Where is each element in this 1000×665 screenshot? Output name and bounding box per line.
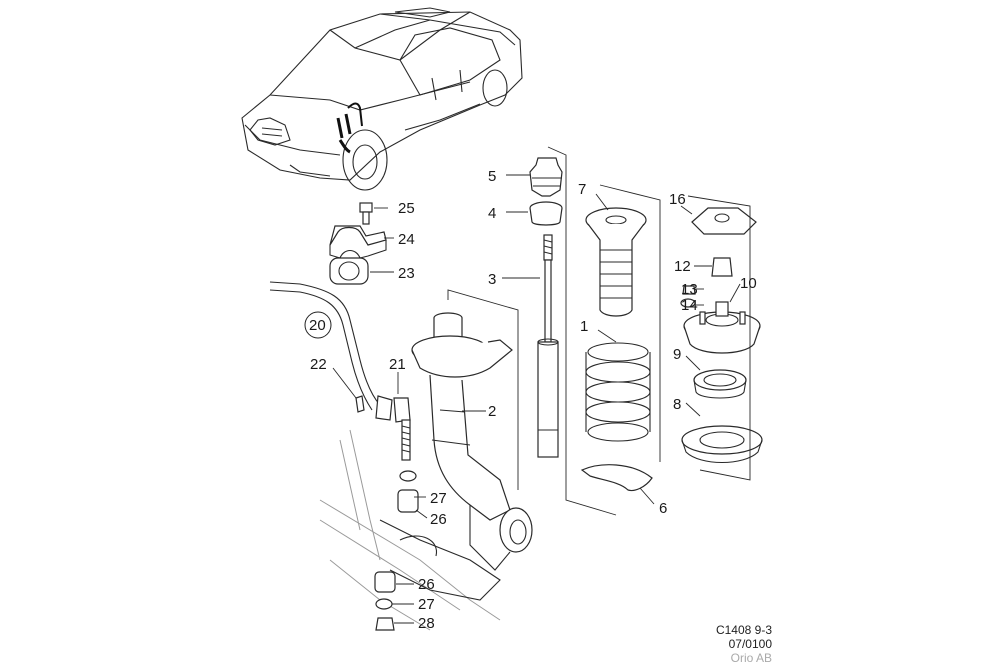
strut-mount-10	[683, 301, 761, 354]
part-label-27-lower: 27	[418, 596, 435, 613]
clamp-24	[329, 225, 387, 259]
part-labels: 1 2 3 4 5 6 7 8 9 10 12 13 14 16 20 21 2…	[304, 168, 757, 632]
part-label-4: 4	[488, 205, 496, 222]
car-illustration	[241, 7, 523, 191]
part-label-21: 21	[389, 356, 406, 373]
bolt-25	[359, 202, 373, 225]
leader-lines	[332, 146, 751, 624]
part-label-10: 10	[740, 275, 757, 292]
part-label-5: 5	[488, 168, 496, 185]
washer-14	[680, 298, 696, 308]
nut-28	[375, 617, 395, 631]
part-label-27-upper: 27	[430, 490, 447, 507]
drawing-code: C1408 9-3	[715, 623, 772, 637]
link-rod-21	[355, 395, 411, 461]
part-label-7: 7	[578, 181, 586, 198]
spring-seat-8	[681, 425, 763, 464]
part-label-13: 13	[681, 281, 698, 298]
part-label-20: 20	[309, 317, 326, 334]
top-mount-16	[691, 207, 757, 235]
shock-absorber-3	[537, 234, 559, 458]
nut-12	[711, 257, 733, 277]
part-label-28: 28	[418, 615, 435, 632]
coil-spring-1	[585, 342, 651, 442]
bump-stop-5	[529, 157, 563, 197]
spring-seat-6	[580, 464, 653, 492]
part-label-1: 1	[580, 318, 588, 335]
bushing-26-upper	[397, 489, 419, 513]
part-label-14: 14	[681, 297, 698, 314]
part-label-26-lower: 26	[418, 576, 435, 593]
part-label-23: 23	[398, 265, 415, 282]
washer-27-lower	[375, 598, 393, 610]
strut-housing-2	[411, 312, 533, 571]
bearing-4	[529, 201, 563, 226]
part-20-circle	[304, 311, 332, 339]
part-label-9: 9	[673, 346, 681, 363]
bushing-26-lower	[374, 571, 396, 593]
part-label-16: 16	[669, 191, 686, 208]
part-label-2: 2	[488, 403, 496, 420]
part-label-12: 12	[674, 258, 691, 275]
dust-boot-7	[585, 207, 647, 317]
bearing-9	[693, 369, 747, 399]
stabilizer-bar	[269, 281, 381, 411]
part-label-3: 3	[488, 271, 496, 288]
part-label-8: 8	[673, 396, 681, 413]
part-label-22: 22	[310, 356, 327, 373]
copyright-owner: Orio AB	[730, 651, 772, 665]
bushing-23	[329, 257, 369, 285]
part-label-26-upper: 26	[430, 511, 447, 528]
part-label-24: 24	[398, 231, 415, 248]
part-label-25: 25	[398, 200, 415, 217]
drawing-date: 07/0100	[728, 637, 772, 651]
part-label-6: 6	[659, 500, 667, 517]
subframe	[319, 429, 501, 631]
washer-27-upper	[399, 470, 417, 482]
nut-13	[682, 285, 696, 295]
